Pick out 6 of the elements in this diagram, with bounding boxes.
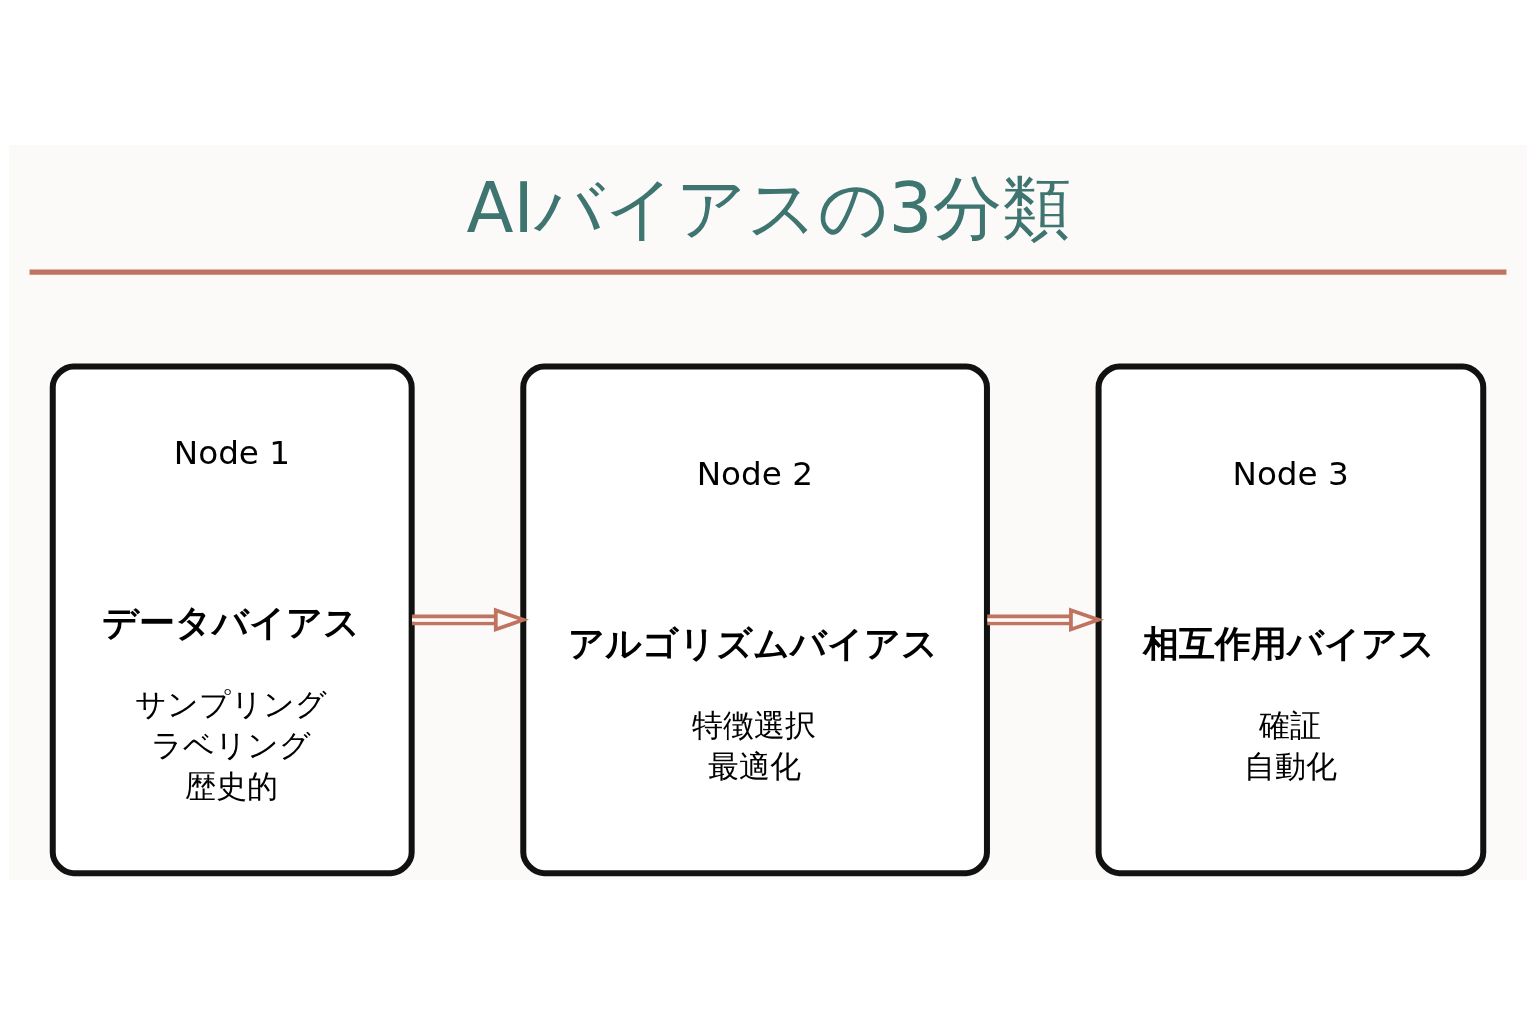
node-box: Node 1 データバイアス サンプリング ラベリング 歴史的 xyxy=(49,363,415,876)
arrow xyxy=(411,607,529,632)
arrow xyxy=(987,607,1105,632)
node-box: Node 3 相互作用バイアス 確証 自動化 xyxy=(1095,363,1487,876)
node-box: Node 2 アルゴリズムバイアス 特徴選択 最適化 xyxy=(520,363,990,876)
diagram-title: AIバイアスの3分類 xyxy=(466,167,1071,248)
